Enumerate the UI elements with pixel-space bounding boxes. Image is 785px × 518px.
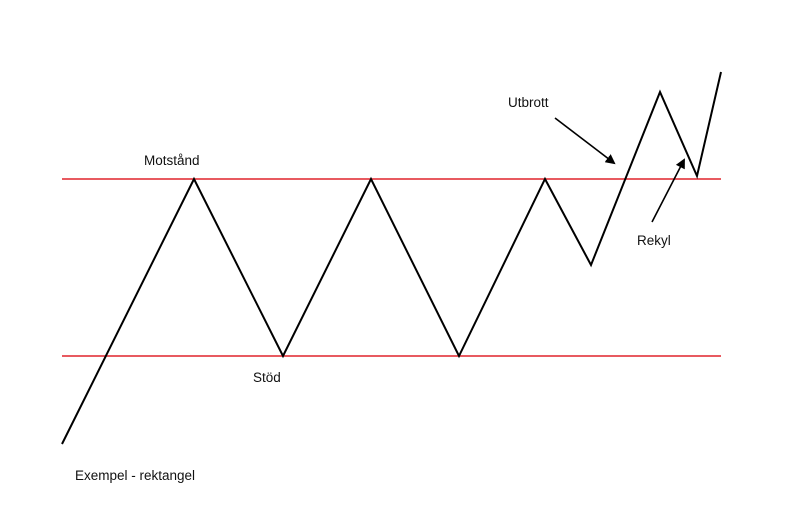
resistance-label: Motstånd bbox=[144, 153, 200, 168]
caption-label: Exempel - rektangel bbox=[75, 468, 195, 483]
pullback-arrow bbox=[651, 158, 685, 223]
pullback-label: Rekyl bbox=[637, 233, 671, 248]
breakout-label: Utbrott bbox=[508, 95, 549, 110]
price-path bbox=[61, 71, 722, 445]
support-label: Stöd bbox=[253, 370, 281, 385]
breakout-arrow bbox=[554, 117, 616, 165]
